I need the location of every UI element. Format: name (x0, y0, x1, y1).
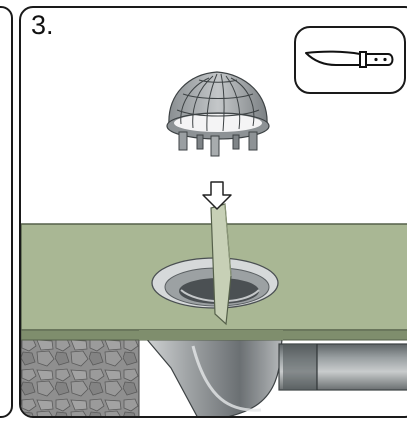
gravel-layer (21, 328, 139, 416)
membrane-cut-flap (210, 203, 232, 326)
tool-badge (294, 26, 406, 94)
drain-body (137, 329, 284, 416)
knife-icon (305, 50, 394, 68)
installation-illustration (21, 71, 407, 416)
dome-strainer-icon (166, 71, 270, 157)
down-arrow-icon (202, 181, 232, 210)
step-panel: 3. (19, 6, 407, 418)
step-number: 3. (31, 10, 54, 40)
previous-panel-edge (0, 6, 13, 418)
